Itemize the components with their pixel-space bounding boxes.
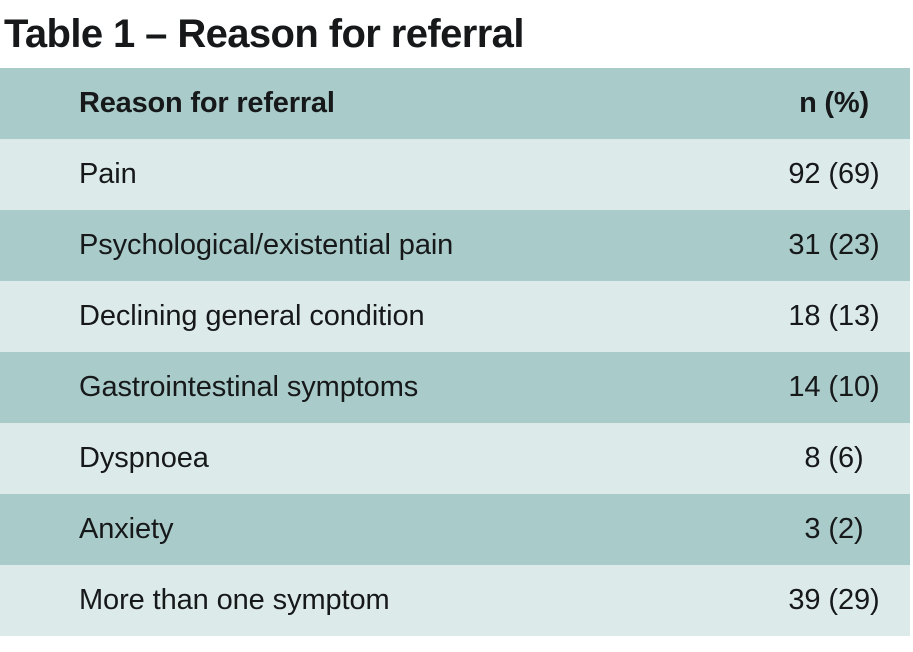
cell-reason: More than one symptom (79, 584, 390, 616)
table-row: Anxiety 3 (2) (0, 494, 913, 565)
table-row: More than one symptom 39 (29) (0, 565, 913, 636)
cell-reason: Psychological/existential pain (79, 229, 454, 261)
cell-value: 39 (29) (788, 584, 880, 616)
cell-value: 3 (2) (804, 513, 864, 545)
cell-reason: Anxiety (79, 513, 174, 545)
table-row: Declining general condition 18 (13) (0, 281, 913, 352)
cell-reason: Declining general condition (79, 300, 425, 332)
cell-reason: Dyspnoea (79, 442, 209, 474)
table-header-row: Reason for referral n (%) (0, 68, 913, 139)
reason-for-referral-table: Reason for referral n (%) Pain 92 (69) P… (0, 68, 913, 636)
column-header-reason: Reason for referral (79, 87, 335, 119)
table-row: Psychological/existential pain 31 (23) (0, 210, 913, 281)
cell-value: 18 (13) (788, 300, 880, 332)
table-header: Reason for referral n (%) (0, 68, 913, 139)
cell-value: 31 (23) (788, 229, 880, 261)
column-header-n-percent: n (%) (799, 87, 869, 119)
cell-reason: Pain (79, 158, 137, 190)
table-row: Gastrointestinal symptoms 14 (10) (0, 352, 913, 423)
table-row: Dyspnoea 8 (6) (0, 423, 913, 494)
cell-reason: Gastrointestinal symptoms (79, 371, 419, 403)
page-title: Table 1 – Reason for referral (4, 12, 524, 56)
cell-value: 8 (6) (804, 442, 864, 474)
table-body: Pain 92 (69) Psychological/existential p… (0, 139, 913, 636)
cell-value: 14 (10) (788, 371, 880, 403)
right-edge-strip (910, 68, 913, 652)
cell-value: 92 (69) (788, 158, 880, 190)
table-row: Pain 92 (69) (0, 139, 913, 210)
